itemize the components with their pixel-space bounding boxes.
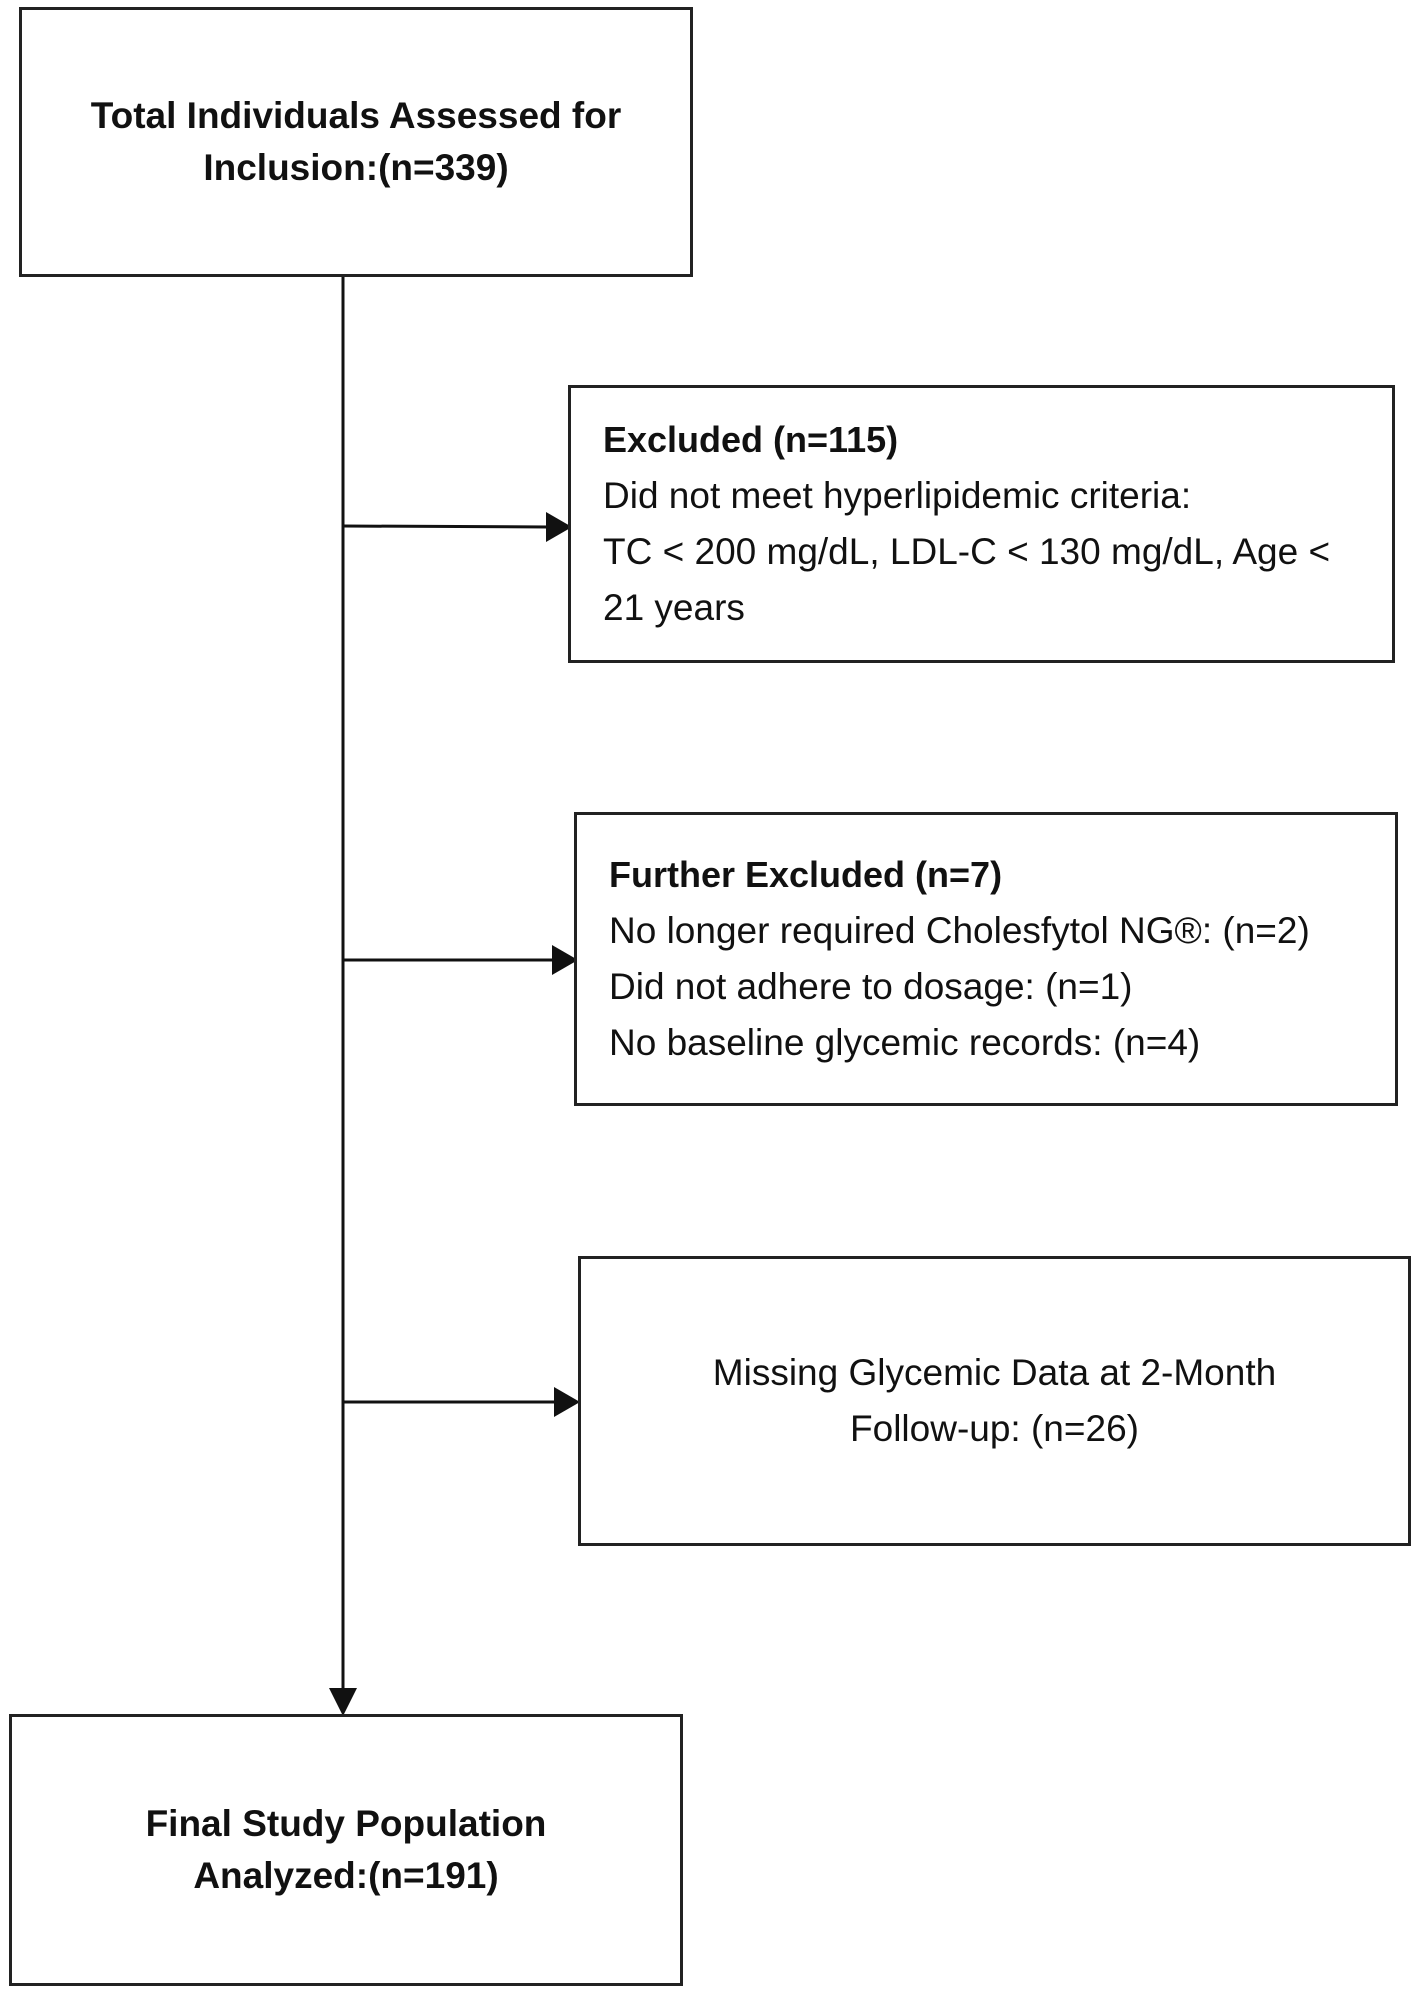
excluded-heading: Excluded (n=115) — [603, 419, 899, 460]
further-excluded-line-2: Did not adhere to dosage: (n=1) — [609, 966, 1133, 1007]
final-population-line-1: Final Study Population — [145, 1803, 547, 1844]
further-excluded-box: Further Excluded (n=7) No longer require… — [574, 812, 1398, 1106]
arrowhead-missing-data — [554, 1387, 580, 1417]
total-assessed-line-1: Total Individuals Assessed for — [90, 95, 622, 136]
final-population-box: Final Study Population Analyzed:(n=191) — [9, 1714, 683, 1986]
further-excluded-heading: Further Excluded (n=7) — [609, 854, 1003, 895]
total-assessed-line-2: Inclusion:(n=339) — [203, 147, 509, 188]
arrowhead-excluded — [546, 512, 572, 542]
excluded-box: Excluded (n=115) Did not meet hyperlipid… — [568, 385, 1395, 663]
down-arrowhead — [329, 1688, 357, 1716]
branch-line-excluded — [342, 524, 549, 529]
missing-data-line-1: Missing Glycemic Data at 2-Month — [712, 1352, 1277, 1393]
further-excluded-line-3: No baseline glycemic records: (n=4) — [609, 1022, 1201, 1063]
excluded-line-3: 21 years — [603, 587, 745, 628]
missing-data-line-2: Follow-up: (n=26) — [850, 1408, 1139, 1449]
arrowhead-further-excluded — [552, 945, 578, 975]
excluded-line-1: Did not meet hyperlipidemic criteria: — [603, 475, 1192, 516]
missing-data-box: Missing Glycemic Data at 2-Month Follow-… — [578, 1256, 1411, 1546]
final-population-line-2: Analyzed:(n=191) — [193, 1855, 499, 1896]
total-assessed-box: Total Individuals Assessed for Inclusion… — [19, 7, 693, 277]
excluded-line-2: TC < 200 mg/dL, LDL-C < 130 mg/dL, Age < — [603, 531, 1331, 572]
further-excluded-line-1: No longer required Cholesfytol NG®: (n=2… — [609, 910, 1310, 951]
